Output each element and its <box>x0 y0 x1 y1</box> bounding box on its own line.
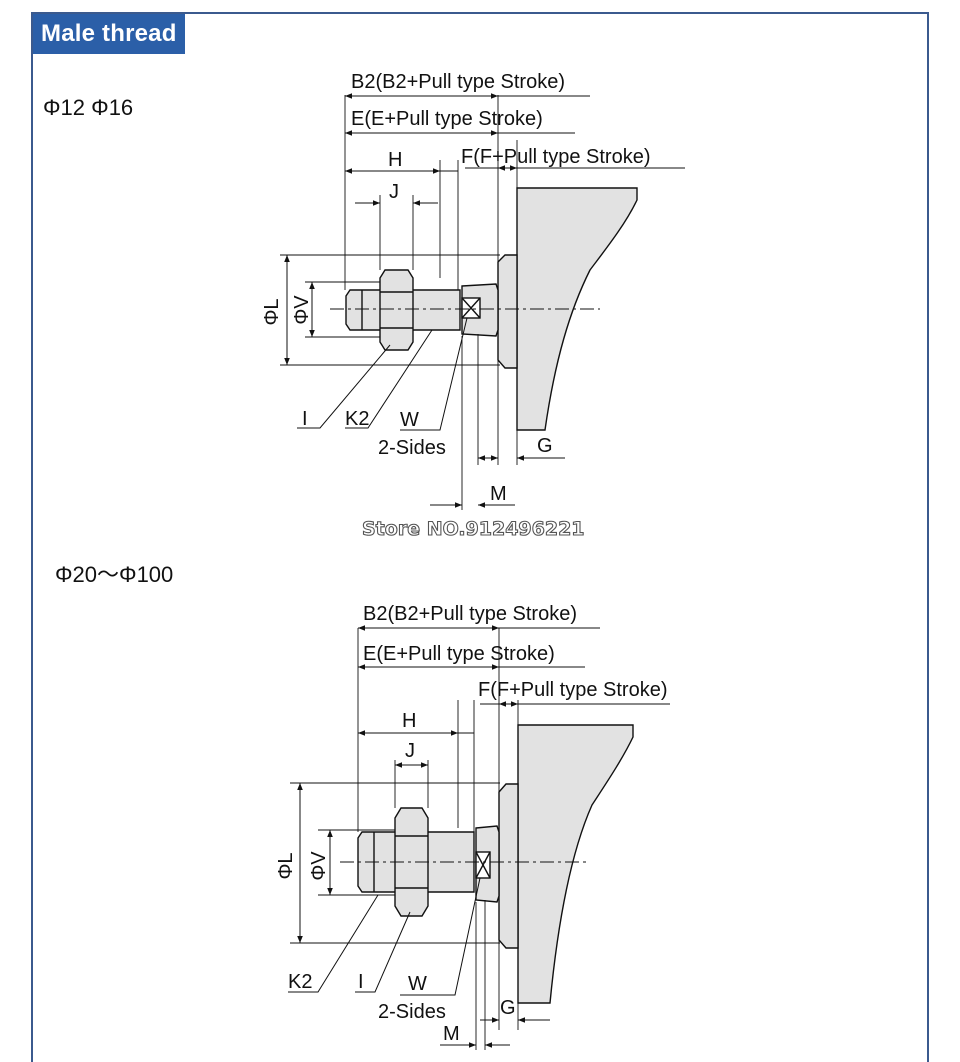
label-phi-l: ΦL <box>275 852 297 879</box>
diagram-small-labels: B2(B2+Pull type Stroke) E(E+Pull type St… <box>261 71 651 505</box>
label-k2: K2 <box>345 408 369 430</box>
flange <box>498 783 519 949</box>
cylinder-body <box>516 187 638 431</box>
diagram-small-bore <box>280 93 685 510</box>
label-h: H <box>388 149 402 171</box>
label-m: M <box>490 483 507 505</box>
diagram-large-bore <box>288 625 670 1050</box>
label-k2: K2 <box>288 971 312 993</box>
diagram-large-labels: B2(B2+Pull type Stroke) E(E+Pull type St… <box>275 603 668 1045</box>
label-phi-l: ΦL <box>261 298 283 325</box>
label-2-sides: 2-Sides <box>378 437 446 459</box>
label-w: W <box>408 973 427 995</box>
section-header: Male thread <box>33 14 185 54</box>
label-g: G <box>537 435 553 457</box>
label-phi-v: ΦV <box>291 295 313 325</box>
hex-nut <box>379 269 414 351</box>
label-f: F(F+Pull type Stroke) <box>478 679 668 701</box>
label-h: H <box>402 710 416 732</box>
label-phi-v: ΦV <box>308 851 330 881</box>
label-j: J <box>389 181 399 203</box>
store-watermark: Store NO.912496221 <box>362 518 585 540</box>
hex-nut <box>394 807 429 917</box>
label-j: J <box>405 740 415 762</box>
figure-frame <box>31 12 929 1062</box>
flange <box>497 254 518 369</box>
label-e: E(E+Pull type Stroke) <box>363 643 555 665</box>
label-f: F(F+Pull type Stroke) <box>461 146 651 168</box>
label-2-sides: 2-Sides <box>378 1001 446 1023</box>
label-m: M <box>443 1023 460 1045</box>
label-b2: B2(B2+Pull type Stroke) <box>351 71 565 93</box>
label-e: E(E+Pull type Stroke) <box>351 108 543 130</box>
size-label-large: Φ20～Φ100 <box>55 562 174 587</box>
label-i: I <box>302 408 308 430</box>
label-b2: B2(B2+Pull type Stroke) <box>363 603 577 625</box>
label-w: W <box>400 409 419 431</box>
cylinder-body <box>517 724 634 1004</box>
label-g: G <box>500 997 516 1019</box>
label-i: I <box>358 971 364 993</box>
size-label-small: Φ12 Φ16 <box>43 95 134 120</box>
